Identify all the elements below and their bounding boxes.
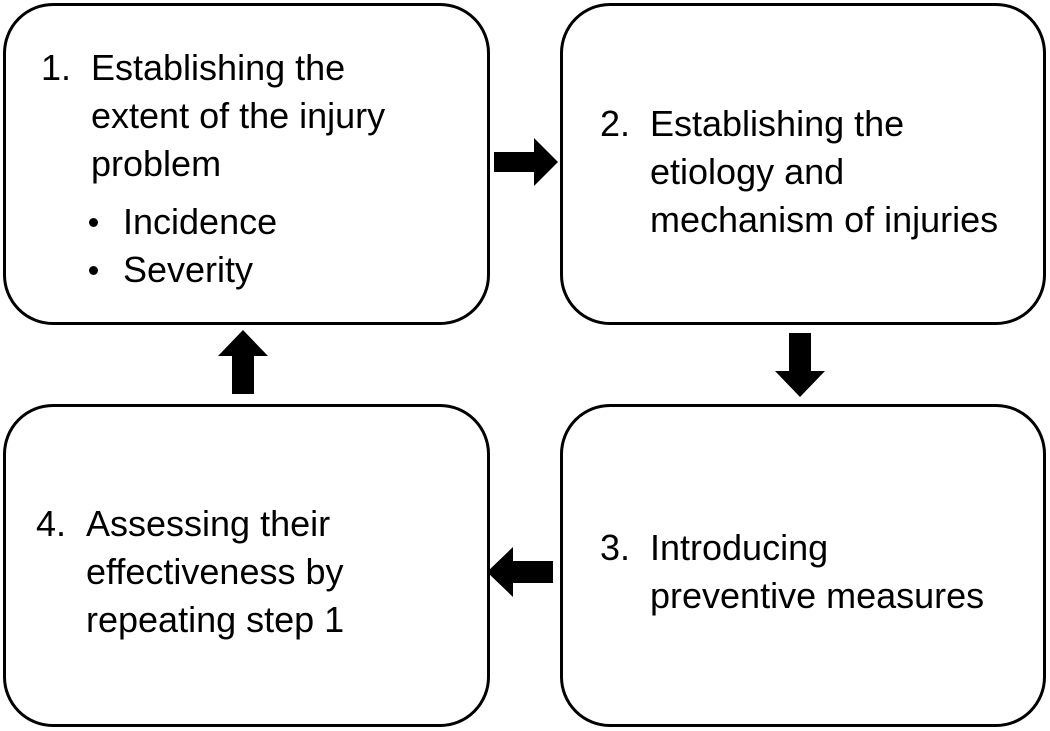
arrow-right-icon (494, 138, 558, 186)
step-1-line-3: problem (91, 143, 222, 184)
step-3-line-1: Introducing (650, 527, 829, 568)
bullet-dot-icon (89, 266, 98, 275)
step-1-line-2: extent of the injury (91, 95, 386, 136)
arrow-left-icon (487, 547, 553, 597)
bullet-item: Severity (83, 246, 277, 294)
step-1-bullet-list: Incidence Severity (83, 198, 277, 294)
step-4-line-2: effectiveness by (86, 551, 344, 592)
step-4-box: 4. Assessing their effectiveness by repe… (3, 404, 490, 727)
step-1-box: 1. Establishing the extent of the injury… (3, 3, 490, 325)
bullet-item: Incidence (83, 198, 277, 246)
arrow-up-icon (218, 330, 268, 394)
step-3-line-2: preventive measures (650, 575, 985, 616)
step-3-box: 3. Introducing preventive measures (560, 404, 1046, 727)
step-4-line-3: repeating step 1 (86, 599, 345, 640)
step-2-text: 2. Establishing the etiology and mechani… (600, 100, 998, 244)
bullet-label-severity: Severity (123, 249, 254, 290)
step-1-text: 1. Establishing the extent of the injury… (41, 44, 385, 188)
bullet-dot-icon (89, 218, 98, 227)
step-3-number: 3. (600, 527, 631, 568)
step-4-line-1: Assessing their (86, 503, 331, 544)
step-4-number: 4. (36, 503, 67, 544)
step-2-line-3: mechanism of injuries (650, 199, 999, 240)
arrow-down-icon (775, 333, 825, 397)
step-2-line-2: etiology and (650, 151, 845, 192)
step-2-number: 2. (600, 103, 631, 144)
step-3-text: 3. Introducing preventive measures (600, 524, 984, 620)
step-2-box: 2. Establishing the etiology and mechani… (560, 3, 1046, 325)
step-4-text: 4. Assessing their effectiveness by repe… (36, 500, 344, 644)
step-1-line-1: Establishing the (91, 47, 346, 88)
step-1-number: 1. (41, 47, 72, 88)
bullet-label-incidence: Incidence (123, 201, 278, 242)
step-2-line-1: Establishing the (650, 103, 905, 144)
